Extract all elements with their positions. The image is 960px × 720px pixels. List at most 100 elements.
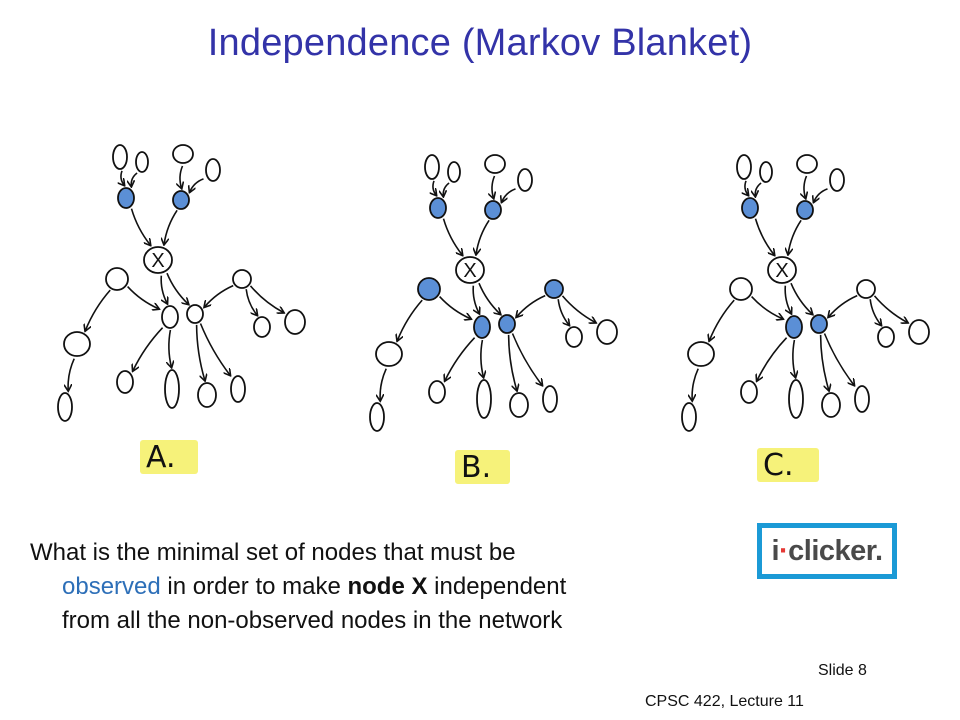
- edge-arrow: [561, 295, 596, 323]
- observed-node: [417, 277, 441, 301]
- node: [729, 277, 753, 301]
- observed-emphasis: observed: [62, 573, 161, 600]
- edge-arrow: [788, 219, 802, 254]
- observed-node: [117, 187, 135, 209]
- iclicker-logo-text: i·clicker.: [771, 534, 883, 567]
- edge-arrow: [823, 333, 855, 386]
- highlighter-mark: [455, 450, 510, 484]
- node: [736, 154, 752, 180]
- iclicker-logo: i·clicker.: [757, 523, 897, 579]
- edge-arrow: [160, 275, 167, 304]
- edge-arrow: [755, 182, 762, 196]
- question-line-2-end: independent: [427, 573, 567, 600]
- node: [375, 341, 403, 367]
- node: [821, 392, 841, 418]
- question-line-2-rest: in order to make: [160, 573, 348, 600]
- edge-arrow: [380, 368, 387, 401]
- edge-arrow: [442, 218, 463, 255]
- node: [164, 369, 180, 409]
- node: [161, 305, 179, 329]
- edge-arrow: [819, 334, 829, 390]
- edge-arrow: [478, 282, 500, 314]
- node: [230, 375, 246, 403]
- diagram-a: X: [57, 144, 306, 422]
- observed-node: [172, 190, 190, 210]
- node: [759, 161, 773, 183]
- edge-arrow: [205, 284, 234, 307]
- edge-arrow: [199, 323, 231, 376]
- edge-arrow: [557, 299, 569, 325]
- edge-arrow: [445, 337, 476, 381]
- node: [369, 402, 385, 432]
- node: [57, 392, 73, 422]
- slide-title: Independence (Markov Blanket): [207, 22, 753, 64]
- edge-arrow: [829, 294, 858, 317]
- node-x-label: X: [151, 250, 164, 272]
- node: [63, 331, 91, 357]
- node: [681, 402, 697, 432]
- edge-arrow: [190, 178, 204, 192]
- edge-arrow: [164, 209, 178, 244]
- node: [232, 269, 252, 289]
- node: [596, 319, 618, 345]
- observed-node: [484, 200, 502, 220]
- edge-arrow: [793, 339, 796, 377]
- edge-arrow: [245, 289, 257, 315]
- question-line-2: observed in order to make node X indepen…: [30, 570, 750, 604]
- node: [517, 168, 533, 192]
- node: [854, 385, 870, 413]
- question-line-3: from all the non-observed nodes in the n…: [62, 607, 563, 634]
- edge-arrow: [133, 327, 164, 371]
- edge-arrow: [443, 182, 450, 196]
- highlighter-mark: [140, 440, 198, 474]
- edge-arrow: [131, 172, 138, 186]
- edge-arrow: [492, 175, 495, 198]
- node: [767, 256, 797, 284]
- edge-arrow: [751, 296, 783, 319]
- node: [428, 380, 446, 404]
- edge-arrow: [166, 272, 188, 304]
- node: [877, 326, 895, 348]
- edge-arrow: [481, 339, 484, 377]
- edge-arrow: [397, 299, 423, 340]
- observed-node: [810, 314, 828, 334]
- diagram-b: X: [369, 154, 618, 432]
- node: [197, 382, 217, 408]
- node: [116, 370, 134, 394]
- observed-node: [796, 200, 814, 220]
- observed-node: [544, 279, 564, 299]
- node: [253, 316, 271, 338]
- edge-arrow: [121, 170, 124, 185]
- node-x-label: X: [463, 260, 476, 282]
- node: [856, 279, 876, 299]
- question-text: What is the minimal set of nodes that mu…: [30, 536, 750, 638]
- edge-arrow: [130, 208, 151, 245]
- edge-arrow: [502, 188, 516, 202]
- slide-number: Slide 8: [818, 662, 867, 679]
- node: [112, 144, 128, 170]
- edge-arrow: [784, 285, 791, 314]
- node: [740, 380, 758, 404]
- edge-arrow: [790, 282, 812, 314]
- node-x-label: X: [775, 260, 788, 282]
- question-line-1: What is the minimal set of nodes that mu…: [30, 539, 516, 566]
- course-footer: CPSC 422, Lecture 11: [645, 693, 804, 710]
- option-label-b: B.: [461, 450, 491, 485]
- option-label-c: C.: [763, 448, 793, 483]
- edge-arrow: [754, 218, 775, 255]
- option-label-a: A.: [146, 440, 176, 475]
- edge-arrow: [433, 180, 436, 195]
- node: [476, 379, 492, 419]
- edge-arrow: [757, 337, 788, 381]
- edge-arrow: [873, 295, 908, 323]
- node: [542, 385, 558, 413]
- edge-arrow: [511, 333, 543, 386]
- node: [509, 392, 529, 418]
- edge-arrow: [195, 324, 205, 380]
- edge-arrow: [745, 180, 748, 195]
- edge-arrow: [169, 329, 172, 367]
- edge-arrow: [709, 299, 735, 340]
- node: [829, 168, 845, 192]
- highlighter-mark: [757, 448, 819, 482]
